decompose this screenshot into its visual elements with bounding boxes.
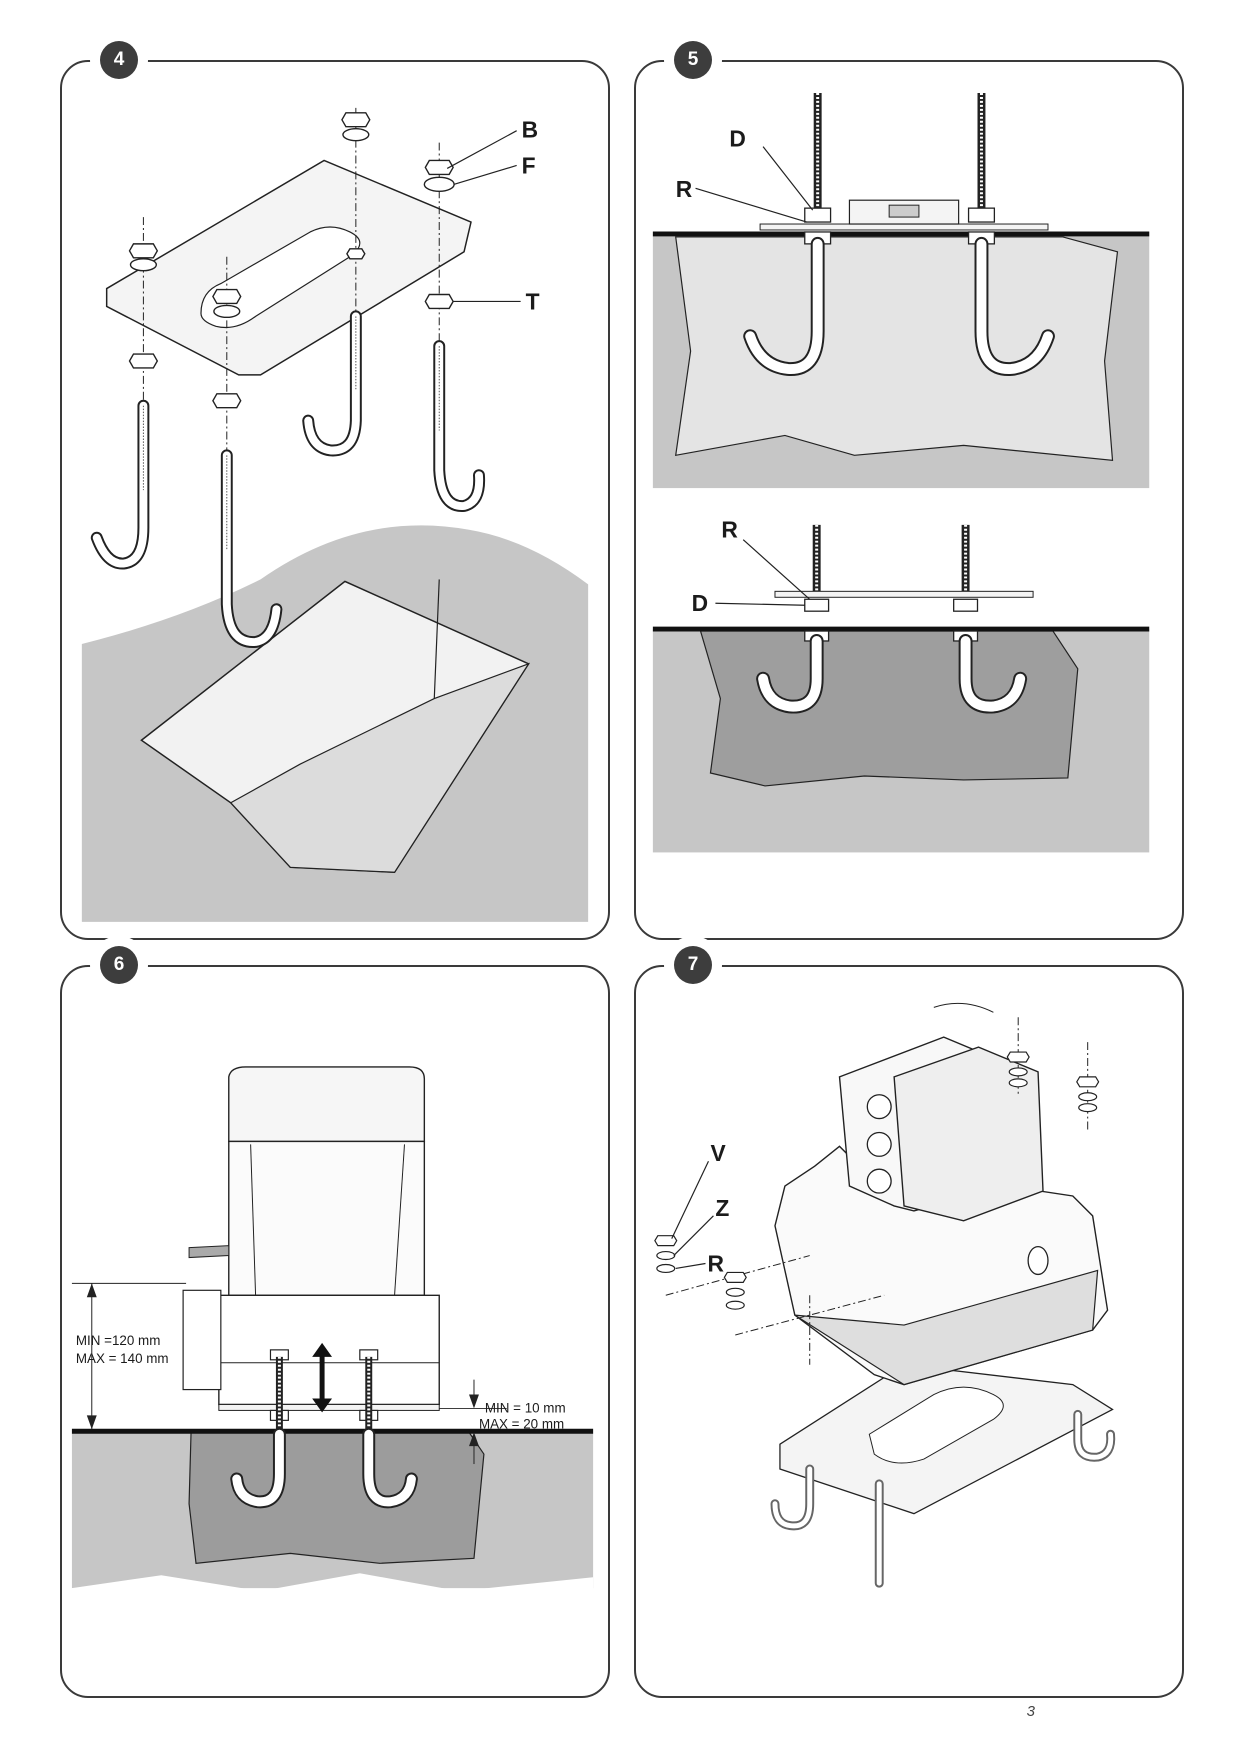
figure-4-number: 4	[100, 41, 138, 79]
callout-f: F	[522, 152, 536, 178]
figure-4-illustration: B F T	[81, 107, 589, 922]
page-number: 3	[1026, 1703, 1035, 1720]
figure-5-illustration: D R R D	[652, 92, 1150, 853]
callout-r-bottom: R	[721, 517, 738, 543]
figure-5-panel: 5 D R	[634, 41, 1184, 940]
callout-d-top: D	[729, 126, 746, 152]
callout-z: Z	[715, 1195, 729, 1221]
motor-cover	[228, 1066, 426, 1143]
pit-floor	[229, 662, 531, 873]
gap-max-label: MAX = 20 mm	[479, 1416, 564, 1431]
callout-d-bottom: D	[692, 590, 709, 616]
figure-6-number: 6	[100, 946, 138, 984]
figure-7-panel: 7	[634, 946, 1184, 1698]
callout-b: B	[522, 117, 539, 143]
callout-t: T	[526, 288, 540, 314]
callout-v: V	[710, 1140, 726, 1166]
figure-4-panel: 4	[60, 41, 610, 940]
callout-r: R	[707, 1250, 724, 1276]
figure-5-number: 5	[674, 41, 712, 79]
height-min-label: MIN =120 mm	[76, 1333, 160, 1348]
gap-min-label: MIN = 10 mm	[485, 1400, 566, 1415]
figure-7-illustration: V Z R	[654, 1002, 1116, 1588]
figure-6-illustration: MIN =120 mm MAX = 140 mm MIN = 10 mm MAX…	[71, 1066, 594, 1683]
height-max-label: MAX = 140 mm	[76, 1351, 169, 1366]
callout-r-top: R	[676, 176, 693, 202]
figure-7-number: 7	[674, 946, 712, 984]
figure-6-panel: 6	[60, 946, 610, 1698]
